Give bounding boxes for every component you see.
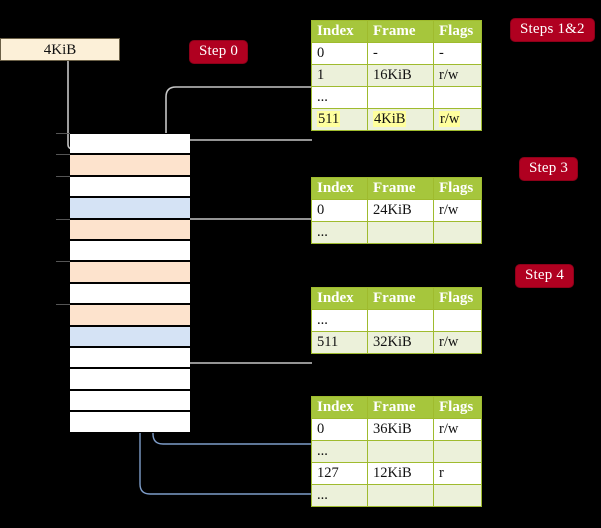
cell-index: ... — [311, 440, 368, 463]
column-header-index: Index — [311, 20, 368, 43]
memory-page-0 — [70, 133, 190, 155]
cell-flags: r/w — [433, 199, 482, 222]
memory-page-8 — [70, 304, 190, 326]
memory-boundary-tick — [56, 133, 70, 134]
badge-step-4-label: Step 4 — [525, 267, 565, 283]
column-header-frame: Frame — [367, 177, 434, 200]
memory-boundary-tick — [56, 218, 70, 220]
memory-page-9 — [70, 325, 190, 347]
badge-step-0: Step 0 — [190, 41, 248, 63]
highlighted-value: 511 — [317, 111, 341, 127]
highlighted-value: 4KiB — [373, 111, 407, 127]
column-header-index: Index — [311, 287, 368, 310]
table-row[interactable]: ... — [311, 221, 482, 244]
memory-page-4 — [70, 218, 190, 240]
cell-index: 0 — [311, 418, 368, 441]
highlighted-value: r/w — [439, 111, 461, 127]
column-header-index: Index — [311, 177, 368, 200]
cell-frame — [367, 309, 434, 332]
column-header-flags: Flags — [433, 177, 482, 200]
table-row[interactable]: ... — [311, 86, 482, 109]
column-header-frame: Frame — [367, 20, 434, 43]
cell-flags — [433, 484, 482, 507]
memory-page-3 — [70, 197, 190, 219]
memory-boundary-tick — [56, 154, 70, 156]
memory-page-7 — [70, 282, 190, 305]
cell-flags — [433, 309, 482, 332]
memory-page-6 — [70, 261, 190, 283]
cell-index: ... — [311, 221, 368, 244]
memory-boundary-tick — [56, 304, 70, 306]
memory-boundary-tick — [56, 175, 70, 177]
cell-index: ... — [311, 86, 368, 109]
badge-step-3: Step 3 — [520, 158, 578, 180]
cell-index: 511 — [311, 331, 368, 354]
cell-frame — [367, 440, 434, 463]
cell-index: 1 — [311, 64, 368, 87]
cell-flags — [433, 221, 482, 244]
column-header-flags: Flags — [433, 20, 482, 43]
cell-index: 127 — [311, 462, 368, 485]
column-header-flags: Flags — [433, 396, 482, 419]
memory-page-10 — [70, 347, 190, 369]
column-header-flags: Flags — [433, 287, 482, 310]
cell-flags: r/w — [433, 64, 482, 87]
table-row[interactable]: ... — [311, 309, 482, 332]
cell-frame: - — [367, 42, 434, 65]
cell-flags: r/w — [433, 418, 482, 441]
badge-step-0-label: Step 0 — [199, 43, 239, 59]
cell-flags: - — [433, 42, 482, 65]
cell-frame — [367, 221, 434, 244]
cell-frame — [367, 484, 434, 507]
memory-page-2 — [70, 175, 190, 198]
page-size-label: 4KiB — [0, 38, 120, 61]
cell-flags — [433, 86, 482, 109]
table-row[interactable]: ... — [311, 440, 482, 463]
memory-boundary-tick — [56, 261, 70, 263]
cell-flags: r/w — [433, 331, 482, 354]
page-size-text: 4KiB — [43, 42, 77, 58]
cell-frame — [367, 86, 434, 109]
badge-steps-1-2: Steps 1&2 — [511, 19, 594, 41]
cell-index: 0 — [311, 199, 368, 222]
column-header-frame: Frame — [367, 396, 434, 419]
cell-flags — [433, 440, 482, 463]
cell-flags: r/w — [433, 108, 482, 131]
badge-step-4: Step 4 — [516, 265, 574, 287]
badge-steps-1-2-label: Steps 1&2 — [520, 21, 585, 37]
cell-frame: 24KiB — [367, 199, 434, 222]
cell-index: 0 — [311, 42, 368, 65]
memory-page-1 — [70, 154, 190, 176]
cell-index: ... — [311, 309, 368, 332]
column-header-frame: Frame — [367, 287, 434, 310]
cell-index: ... — [311, 484, 368, 507]
cell-frame: 36KiB — [367, 418, 434, 441]
cell-frame: 12KiB — [367, 462, 434, 485]
column-header-index: Index — [311, 396, 368, 419]
table-row[interactable]: ... — [311, 484, 482, 507]
cell-flags: r — [433, 462, 482, 485]
table-row[interactable]: 0-- — [311, 42, 482, 65]
memory-page-5 — [70, 240, 190, 262]
cell-frame: 16KiB — [367, 64, 434, 87]
badge-step-3-label: Step 3 — [529, 160, 569, 176]
memory-page-13 — [70, 411, 190, 433]
cell-frame: 32KiB — [367, 331, 434, 354]
memory-page-12 — [70, 389, 190, 412]
table-row[interactable]: 511 4KiB r/w — [311, 108, 482, 131]
cell-index: 511 — [311, 108, 368, 131]
memory-page-11 — [70, 368, 190, 390]
cell-frame: 4KiB — [367, 108, 434, 131]
